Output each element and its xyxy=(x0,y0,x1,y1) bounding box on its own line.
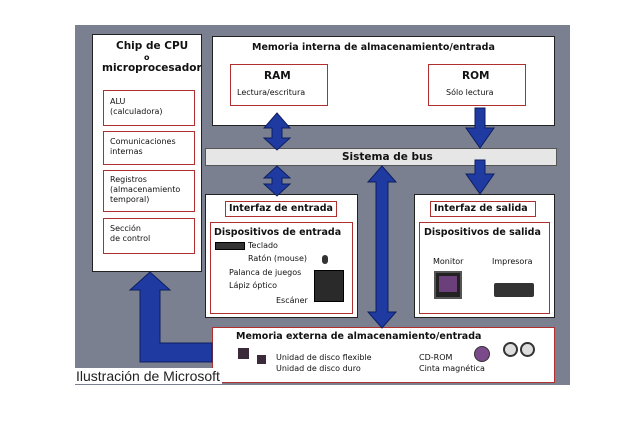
bus-input-arrow xyxy=(262,165,292,197)
bus-external-arrow xyxy=(366,165,398,329)
internal-memory-title: Memoria interna de almacenamiento/entrad… xyxy=(252,42,495,53)
tape-label: Cinta magnética xyxy=(419,364,485,373)
bus-label: Sistema de bus xyxy=(342,151,433,163)
comms-box xyxy=(103,131,195,165)
registers-label-1: Registros xyxy=(110,175,147,184)
rom-bus-arrow xyxy=(465,107,495,149)
cpu-title-line2: o xyxy=(144,53,150,62)
external-memory-box xyxy=(212,327,555,383)
registers-box xyxy=(103,170,195,212)
control-label-2: de control xyxy=(110,234,151,243)
monitor-screen xyxy=(439,276,457,292)
bus-band xyxy=(205,148,557,166)
rom-subtitle: Sólo lectura xyxy=(446,88,494,97)
alu-label-1: ALU xyxy=(110,97,126,106)
bus-output-arrow xyxy=(465,159,495,195)
registers-label-2: (almacenamiento xyxy=(110,185,181,194)
output-interface-title: Interfaz de salida xyxy=(434,203,528,214)
hdd-label: Unidad de disco duro xyxy=(276,364,361,373)
hdd-icon xyxy=(257,355,266,364)
control-box xyxy=(103,218,195,254)
output-interface-title-box xyxy=(430,201,536,217)
rom-title: ROM xyxy=(462,70,490,82)
keyboard-label: Teclado xyxy=(248,241,278,250)
mouse-icon xyxy=(322,255,328,264)
ram-subtitle: Lectura/escritura xyxy=(237,88,306,97)
ram-bus-arrow xyxy=(262,112,292,151)
mouse-label: Ratón (mouse) xyxy=(248,254,308,263)
output-devices-title: Dispositivos de salida xyxy=(424,227,541,238)
external-cpu-arrow xyxy=(128,271,213,363)
tape-reel-icon xyxy=(503,342,518,357)
floppy-label: Unidad de disco flexible xyxy=(276,353,372,362)
printer-icon xyxy=(494,283,534,297)
input-devices-title: Dispositivos de entrada xyxy=(214,227,342,238)
credit-text: Ilustración de Microsoft xyxy=(74,368,222,384)
keyboard-icon xyxy=(215,242,245,250)
scanner-label: Escáner xyxy=(276,296,308,305)
cpu-title-line3: microprocesador xyxy=(102,62,202,74)
joystick-label: Palanca de juegos xyxy=(229,268,302,277)
ram-box xyxy=(230,64,328,106)
pen-label: Lápiz óptico xyxy=(229,281,278,290)
cpu-title-line1: Chip de CPU xyxy=(116,40,189,52)
alu-box xyxy=(103,90,195,126)
alu-label-2: (calculadora) xyxy=(110,107,163,116)
comms-label-2: internas xyxy=(110,147,143,156)
scanner-icon xyxy=(314,270,344,302)
input-interface-title: Interfaz de entrada xyxy=(229,203,333,214)
external-memory-title: Memoria externa de almacenamiento/entrad… xyxy=(236,331,482,342)
monitor-icon xyxy=(434,271,462,299)
rom-box xyxy=(428,64,526,106)
monitor-label: Monitor xyxy=(433,257,464,266)
tape-reel-icon-2 xyxy=(520,342,535,357)
printer-label: Impresora xyxy=(492,257,533,266)
registers-label-3: temporal) xyxy=(110,195,150,204)
cd-icon xyxy=(474,346,490,362)
comms-label-1: Comunicaciones xyxy=(110,137,176,146)
control-label-1: Sección xyxy=(110,224,141,233)
cdrom-label: CD-ROM xyxy=(419,353,453,362)
ram-title: RAM xyxy=(264,70,291,82)
floppy-icon xyxy=(238,348,249,359)
input-interface-title-box xyxy=(225,201,337,217)
